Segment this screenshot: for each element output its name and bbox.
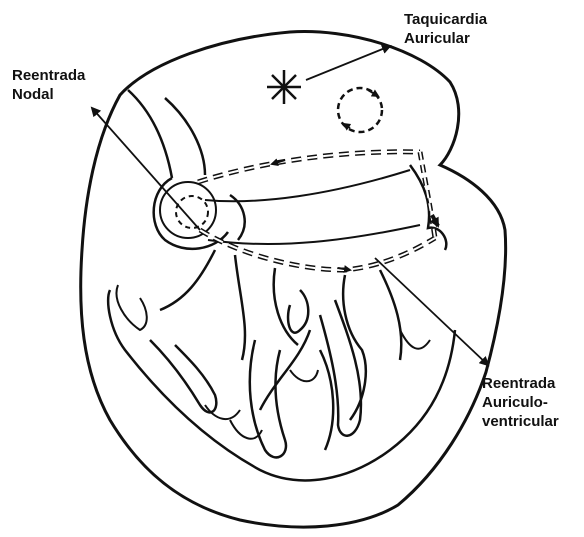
atrial-pointer-arrow: [306, 46, 390, 80]
atrial-circuit-arrow-1: [368, 90, 378, 96]
atrial-wall: [128, 90, 205, 178]
label-av-line-2: Auriculo-: [482, 393, 559, 412]
papillary-muscle-left: [150, 340, 216, 412]
heart-outline: [81, 32, 506, 528]
atrial-septum: [205, 170, 420, 244]
trabeculae: [205, 330, 430, 439]
av-node: [160, 182, 216, 238]
accessory-arrow: [432, 215, 438, 226]
av-node-inner: [176, 196, 208, 228]
ventricular-wall-inner: [108, 290, 455, 480]
left-ventricle-inlet: [117, 285, 147, 330]
label-atrial-tachycardia: Taquicardia Auricular: [404, 10, 487, 48]
nodal-pointer-arrow: [92, 108, 200, 230]
label-nodal-reentry: Reentrada Nodal: [12, 66, 85, 104]
left-flap: [230, 165, 446, 250]
label-atrial-line-2: Auricular: [404, 29, 487, 48]
label-nodal-line-2: Nodal: [12, 85, 85, 104]
label-nodal-line-1: Reentrada: [12, 66, 85, 85]
label-av-reentry: Reentrada Auriculo- ventricular: [482, 374, 559, 431]
label-av-line-1: Reentrada: [482, 374, 559, 393]
av-pointer-arrow: [375, 258, 488, 365]
label-av-line-3: ventricular: [482, 412, 559, 431]
ectopic-focus-icon: [267, 70, 301, 104]
label-atrial-line-1: Taquicardia: [404, 10, 487, 29]
